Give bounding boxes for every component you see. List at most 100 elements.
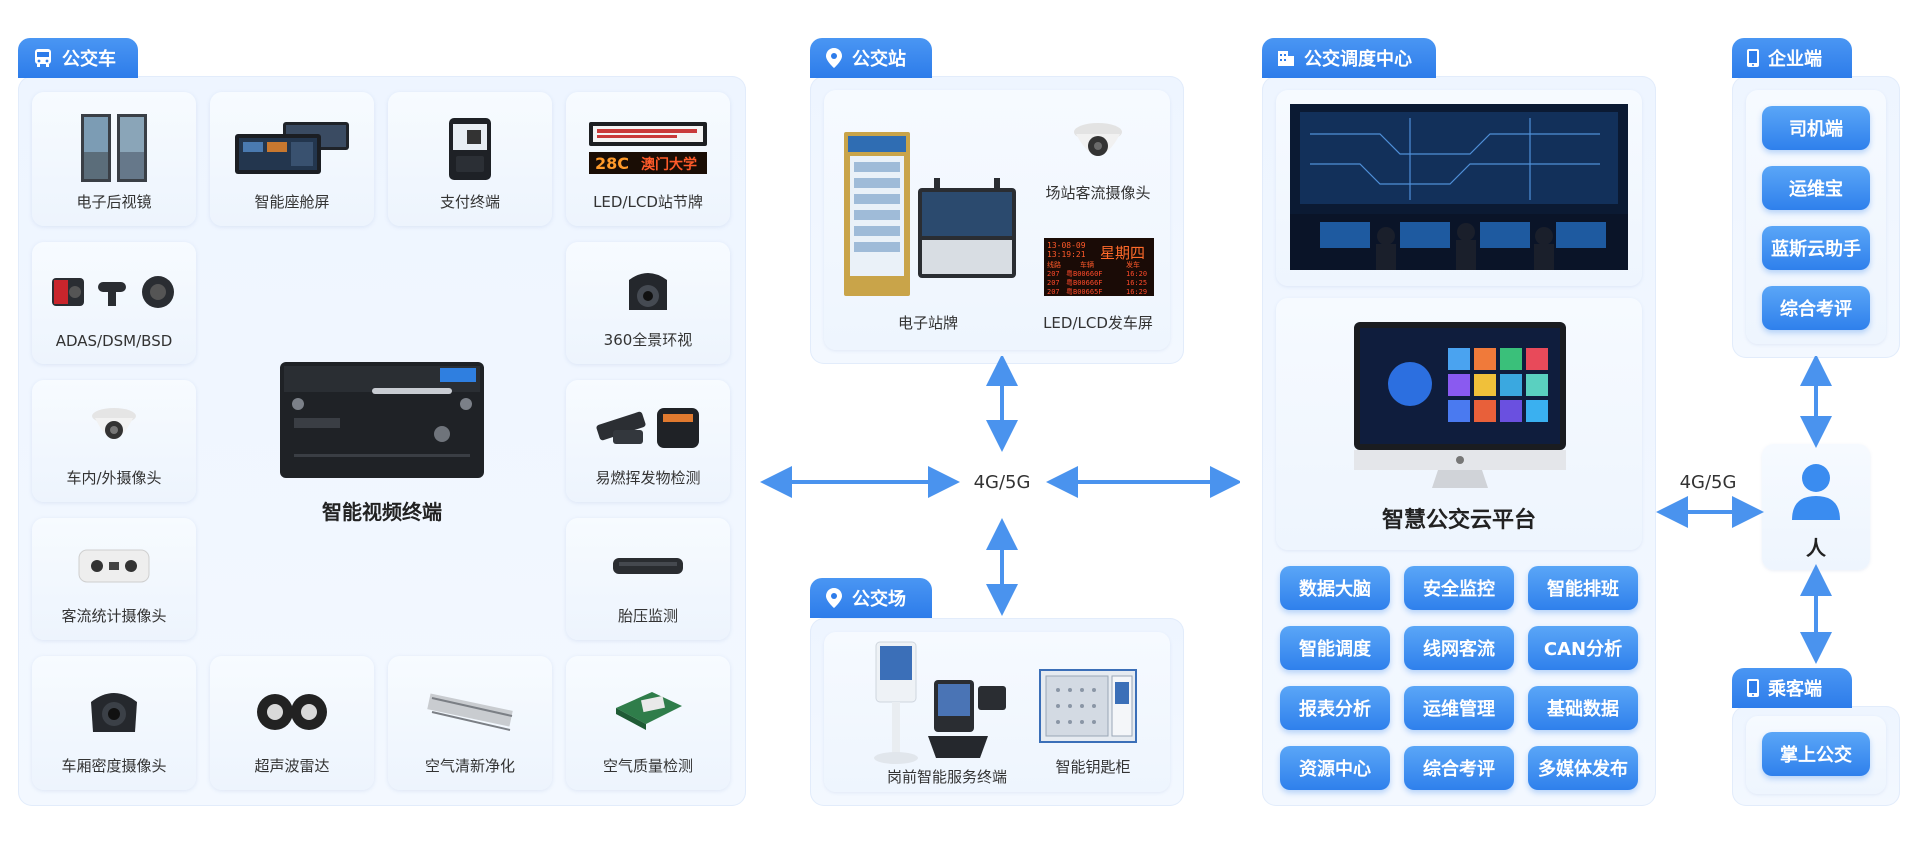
air-purifier-illustration <box>427 693 513 731</box>
station-camera-label: 场站客流摄像头 <box>1045 184 1151 202</box>
e-stop-sign-label: 电子站牌 <box>897 314 958 332</box>
ultrasonic-radar-illustration <box>257 694 327 730</box>
location-icon <box>826 48 842 68</box>
dispatch-button-passenger-flow[interactable]: 线网客流 <box>1404 626 1514 670</box>
bus-tab[interactable]: 公交车 <box>18 38 138 78</box>
enterprise-button-ops[interactable]: 运维宝 <box>1762 166 1870 210</box>
dispatch-button-base-data[interactable]: 基础数据 <box>1528 686 1638 730</box>
density-camera-illustration <box>91 693 137 732</box>
bus-item-tire[interactable]: 胎压监测 <box>566 518 730 640</box>
dispatch-button-ops[interactable]: 运维管理 <box>1404 686 1514 730</box>
adas-camera-illustration <box>52 276 174 308</box>
bus-item-label: 智能座舱屏 <box>254 193 330 211</box>
enterprise-tab[interactable]: 企业端 <box>1732 38 1852 78</box>
enterprise-tab-label: 企业端 <box>1768 49 1822 70</box>
bus-item-label: 胎压监测 <box>617 607 678 625</box>
departure-screen-label: LED/LCD发车屏 <box>1043 314 1153 332</box>
screen-col-line: 线路 <box>1047 260 1061 269</box>
network-label-right: 4G/5G <box>1679 472 1737 493</box>
dispatch-button-can[interactable]: CAN分析 <box>1528 626 1638 670</box>
screen-row: 16:25 <box>1126 279 1147 287</box>
phone-icon <box>1747 679 1759 697</box>
bus-item-passenger-camera[interactable]: 客流统计摄像头 <box>32 518 196 640</box>
dispatch-button-dispatch[interactable]: 智能调度 <box>1280 626 1390 670</box>
control-room-image <box>1290 104 1628 270</box>
dispatch-button-safety[interactable]: 安全监控 <box>1404 566 1514 610</box>
bus-item-air-purifier[interactable]: 空气清新净化 <box>388 656 552 790</box>
enterprise-button-assistant[interactable]: 蓝斯云助手 <box>1762 226 1870 270</box>
screen-col-depart: 发车 <box>1126 260 1140 269</box>
screen-row: 207 <box>1047 279 1060 287</box>
bus-item-label: 超声波雷达 <box>254 757 330 775</box>
bus-item-label: 空气清新净化 <box>424 757 515 775</box>
enterprise-button-evaluation[interactable]: 综合考评 <box>1762 286 1870 330</box>
screen-weekday: 星期四 <box>1100 244 1145 262</box>
key-cabinet-label: 智能钥匙柜 <box>1055 758 1131 776</box>
screen-row: 16:20 <box>1126 270 1147 278</box>
bus-item-label: 支付终端 <box>439 193 500 211</box>
bus-item-vapor[interactable]: 易燃挥发物检测 <box>566 380 730 502</box>
building-icon <box>1278 51 1294 66</box>
screen-row: 207 <box>1047 288 1060 296</box>
dispatch-tab-label: 公交调度中心 <box>1304 49 1412 70</box>
dispatch-button-reports[interactable]: 报表分析 <box>1280 686 1390 730</box>
bus-item-label: 车内/外摄像头 <box>66 469 162 487</box>
passenger-button-app[interactable]: 掌上公交 <box>1762 732 1870 776</box>
platform-label: 智慧公交云平台 <box>1381 508 1536 533</box>
bus-item-adas[interactable]: ADAS/DSM/BSD <box>32 242 196 364</box>
led-station: 澳门大学 <box>641 156 697 173</box>
network-label-left: 4G/5G <box>973 472 1031 493</box>
bus-item-label: ADAS/DSM/BSD <box>55 332 173 350</box>
bus-item-inout-camera[interactable]: 车内/外摄像头 <box>32 380 196 502</box>
station-dome-camera-illustration <box>1074 123 1122 156</box>
bus-item-cockpit[interactable]: 智能座舱屏 <box>210 92 374 226</box>
passenger-tab-label: 乘客端 <box>1768 679 1822 700</box>
bus-item-label: LED/LCD站节牌 <box>593 193 703 211</box>
electronic-mirror-illustration <box>81 114 147 182</box>
dome-camera-illustration <box>92 408 136 439</box>
departure-screen-illustration: 13-08-09 13:19:21 星期四 线路 车辆 发车 207 粤B006… <box>1044 238 1154 296</box>
bus-tab-label: 公交车 <box>62 49 116 70</box>
screen-row: 207 <box>1047 270 1060 278</box>
arrows-right <box>1656 356 1832 664</box>
air-quality-sensor-illustration <box>616 692 682 730</box>
bus-item-360[interactable]: 360全景环视 <box>566 242 730 364</box>
bus-item-label: 客流统计摄像头 <box>61 607 167 625</box>
video-terminal-illustration <box>280 362 484 478</box>
video-terminal-label: 智能视频终端 <box>322 500 442 524</box>
bus-item-mirror[interactable]: 电子后视镜 <box>32 92 196 226</box>
bus-icon <box>35 49 51 67</box>
service-terminal-label: 岗前智能服务终端 <box>886 768 1007 786</box>
station-tab-label: 公交站 <box>852 49 906 70</box>
station-tab[interactable]: 公交站 <box>810 38 932 78</box>
dispatch-tab[interactable]: 公交调度中心 <box>1262 38 1436 78</box>
bus-item-radar[interactable]: 超声波雷达 <box>210 656 374 790</box>
screen-date: 13-08-09 <box>1047 241 1086 250</box>
bus-item-air-quality[interactable]: 空气质量检测 <box>566 656 730 790</box>
dispatch-button-evaluation[interactable]: 综合考评 <box>1404 746 1514 790</box>
vapor-detector-illustration <box>596 408 699 448</box>
dispatch-button-resources[interactable]: 资源中心 <box>1280 746 1390 790</box>
screen-row: 粤B00665F <box>1066 287 1103 296</box>
depot-tab[interactable]: 公交场 <box>810 578 932 618</box>
depot-tab-label: 公交场 <box>852 589 906 610</box>
passenger-tab[interactable]: 乘客端 <box>1732 668 1852 708</box>
key-cabinet-illustration <box>1039 669 1137 743</box>
phone-icon <box>1747 49 1759 67</box>
screen-row: 粤B00666F <box>1066 278 1103 287</box>
dispatch-button-data-brain[interactable]: 数据大脑 <box>1280 566 1390 610</box>
imac-illustration <box>1354 322 1566 488</box>
dispatch-button-scheduling[interactable]: 智能排班 <box>1528 566 1638 610</box>
bus-item-label: 空气质量检测 <box>602 757 693 775</box>
screen-time: 13:19:21 <box>1047 250 1086 259</box>
dispatch-button-multimedia[interactable]: 多媒体发布 <box>1528 746 1638 790</box>
e-stop-sign-illustration <box>844 132 1016 296</box>
bus-item-payment[interactable]: 支付终端 <box>388 92 552 226</box>
enterprise-button-driver[interactable]: 司机端 <box>1762 106 1870 150</box>
screen-col-bus: 车辆 <box>1080 260 1094 269</box>
bus-item-density-camera[interactable]: 车厢密度摄像头 <box>32 656 196 790</box>
passenger-camera-illustration <box>78 549 150 583</box>
person-icon <box>1792 464 1840 520</box>
